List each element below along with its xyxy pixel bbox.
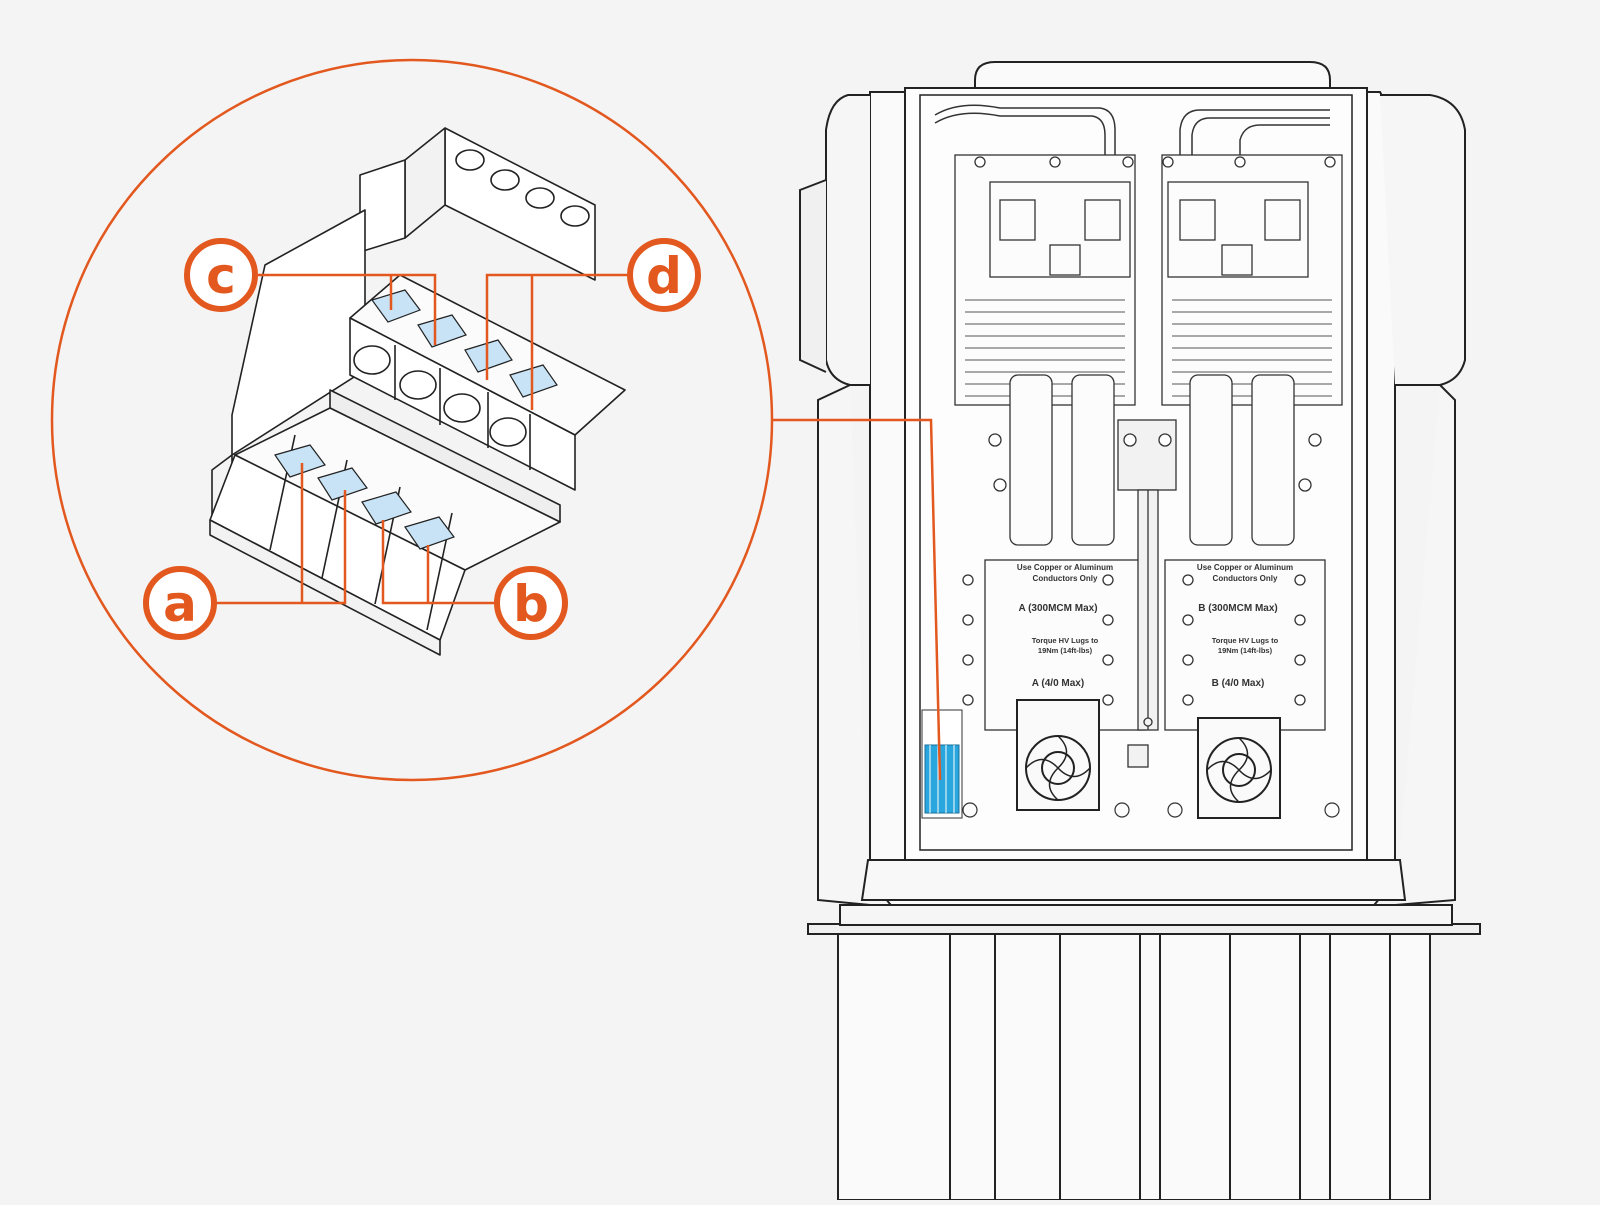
svg-text:a: a [163,575,197,633]
torque-note-b-line1: Torque HV Lugs to [1212,636,1279,645]
svg-text:c: c [206,247,236,305]
rating-a-4-0: A (4/0 Max) [1032,678,1084,689]
callout-d: d [627,238,701,312]
rating-b-300mcm: B (300MCM Max) [1198,603,1277,614]
panel-labels: Use Copper or Aluminum Conductors Only U… [1017,563,1293,689]
torque-note-b-line2: 19Nm (14ft-lbs) [1218,646,1273,655]
svg-text:d: d [646,247,682,305]
cable-bundle [934,104,1330,175]
ground-symbol-icon [962,802,1340,818]
terminal-block [921,709,963,819]
zoom-leader-line [770,418,942,781]
rating-a-300mcm: A (300MCM Max) [1018,603,1097,614]
conductor-note-b-line1: Use Copper or Aluminum [1197,563,1293,572]
terminal-highlights [274,289,558,550]
fan-icon [1197,717,1281,819]
ground-bar [1117,419,1177,768]
mounting-bolts [962,156,1336,706]
torque-note-a-line2: 19Nm (14ft-lbs) [1038,646,1093,655]
callout-a: a [143,566,217,640]
conductor-note-a-line2: Conductors Only [1033,574,1098,583]
svg-text:b: b [513,575,549,633]
rating-b-4-0: B (4/0 Max) [1212,678,1265,689]
conductor-note-a-line1: Use Copper or Aluminum [1017,563,1113,572]
conductor-note-b-line2: Conductors Only [1213,574,1278,583]
callout-b: b [494,566,568,640]
callout-c: c [184,238,258,312]
callout-lines [216,273,630,605]
torque-note-a-line1: Torque HV Lugs to [1032,636,1099,645]
fan-icon [1016,699,1100,811]
